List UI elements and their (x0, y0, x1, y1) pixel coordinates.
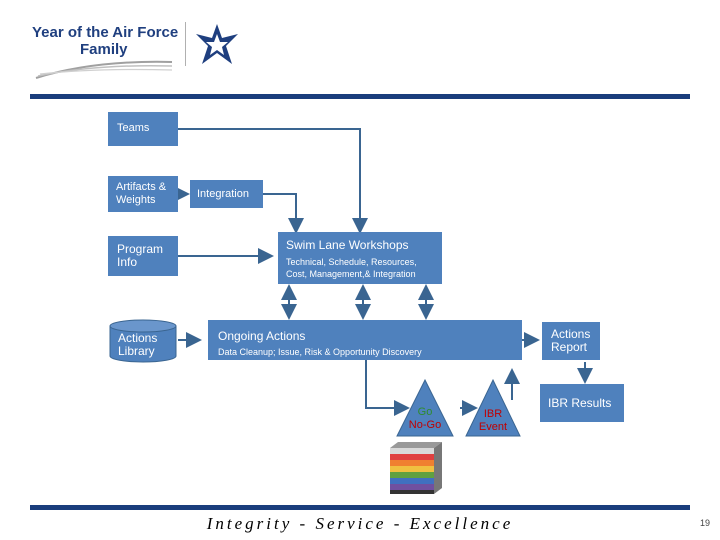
go-nogo-text: Go No-Go (395, 406, 455, 432)
swim-lane-sub-line-1: Technical, Schedule, Resources, (286, 257, 417, 267)
actions-report-label-line-2: Report (551, 340, 588, 354)
footer-motto: Integrity - Service - Excellence (206, 514, 514, 533)
actions-report-label-line-1: Actions (551, 327, 591, 341)
document-stack-image (390, 442, 442, 494)
swim-lane-workshops-box: Swim Lane Workshops Technical, Schedule,… (278, 232, 442, 284)
actions-report-box: Actions Report (542, 322, 600, 360)
ongoing-actions-box: Ongoing Actions Data Cleanup; Issue, Ris… (208, 320, 522, 360)
ibr-event-label-line-1: IBR (483, 408, 503, 420)
footer-bar (30, 505, 690, 510)
swim-lane-title: Swim Lane Workshops (286, 238, 409, 252)
actions-library-text: Actions Library (118, 332, 157, 358)
logo-line-2: Family (80, 41, 128, 58)
ibr-results-box: IBR Results (540, 384, 624, 422)
header-bar (30, 94, 690, 99)
program-label-line-1: Program (117, 242, 164, 256)
logo-divider (185, 22, 186, 66)
program-label-line-2: Info (117, 255, 138, 269)
air-force-symbol-icon (196, 24, 238, 64)
arrow-ongoing-to-gonogo (365, 360, 410, 416)
page-number: 19 (700, 518, 711, 528)
integration-label: Integration (197, 188, 249, 200)
teams-box: Teams (108, 112, 178, 146)
integration-box: Integration (190, 180, 263, 208)
actions-library-label-line-1: Actions (118, 331, 158, 345)
artifacts-label-line-1: Artifacts & (116, 181, 167, 193)
arrow-teams-to-swimlane (178, 128, 368, 234)
program-info-box: Program Info (108, 236, 178, 276)
ongoing-actions-sub: Data Cleanup; Issue, Risk & Opportunity … (218, 347, 422, 357)
artifacts-weights-box: Artifacts & Weights (108, 176, 178, 212)
actions-library-cylinder (109, 319, 177, 363)
logo-swoosh-graphic (35, 60, 173, 79)
logo-line-1: Year of the Air Force (32, 24, 179, 41)
arrow-integration-to-swimlane (263, 193, 304, 234)
ibr-event-label-line-2: Event (478, 421, 508, 433)
ibr-event-triangle (465, 378, 521, 437)
logo-wordmark: Year of the Air Force Family (32, 24, 178, 58)
ongoing-actions-title: Ongoing Actions (218, 329, 306, 343)
ibr-event-text: IBR Event (464, 408, 522, 434)
artifacts-label-line-2: Weights (116, 194, 156, 206)
teams-label: Teams (117, 122, 150, 134)
swim-lane-sub-line-2: Cost, Management,& Integration (286, 269, 416, 279)
nogo-label: No-Go (408, 419, 442, 431)
ibr-results-label: IBR Results (548, 396, 612, 410)
actions-library-label-line-2: Library (118, 344, 155, 358)
go-label: Go (417, 406, 433, 418)
go-nogo-triangle (396, 378, 454, 437)
